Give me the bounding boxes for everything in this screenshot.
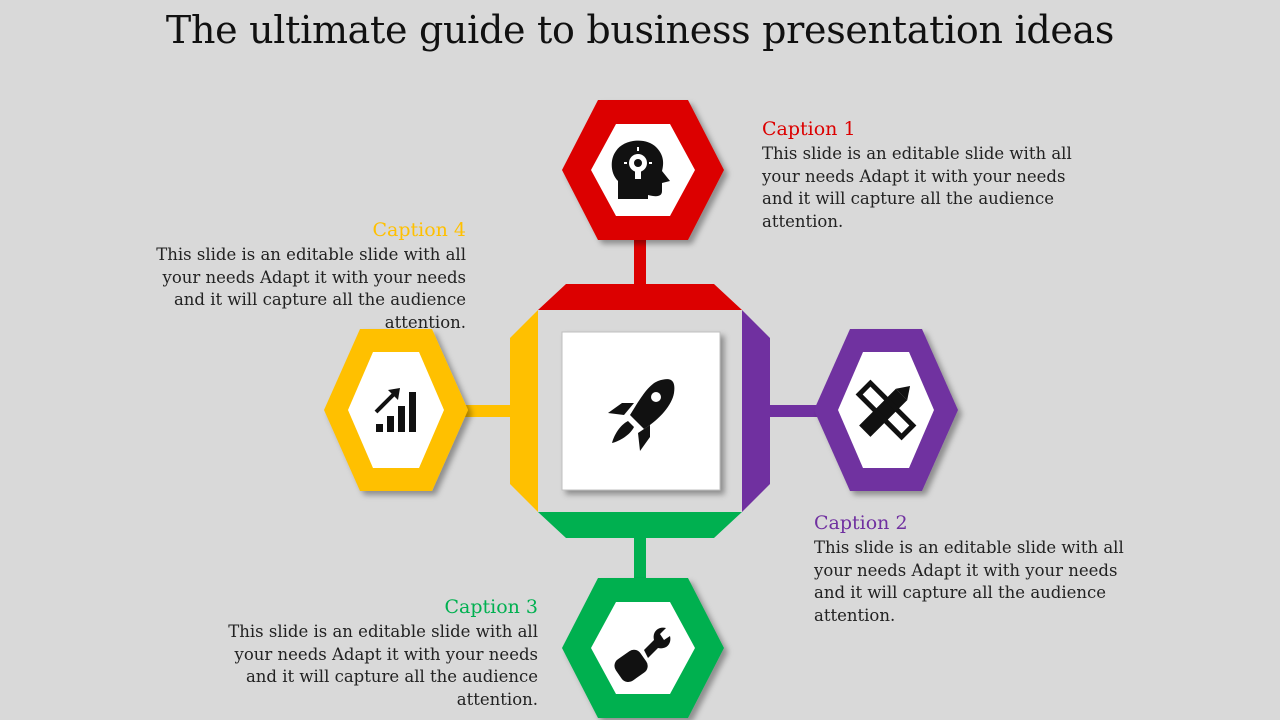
caption-2: Caption 2 This slide is an editable slid… (814, 511, 1144, 627)
caption-3-title: Caption 3 (444, 596, 538, 618)
center-frame-bottom (538, 512, 742, 538)
hexagon-caption-4 (324, 329, 468, 491)
hexagon-caption-2 (814, 329, 958, 491)
connector-left (464, 405, 514, 417)
connector-top (634, 240, 646, 286)
caption-4-title: Caption 4 (372, 219, 466, 241)
growth-chart-icon (374, 388, 416, 432)
caption-1: Caption 1 This slide is an editable slid… (762, 117, 1092, 233)
rocket-icon (608, 379, 675, 451)
connector-right (768, 405, 818, 417)
center-frame-right (742, 310, 770, 512)
pencil-ruler-icon (855, 379, 917, 441)
caption-2-text: This slide is an editable slide with all… (814, 538, 1124, 625)
caption-4: Caption 4 This slide is an editable slid… (136, 218, 466, 334)
caption-1-text: This slide is an editable slide with all… (762, 144, 1072, 231)
wrench-tool-icon (614, 627, 671, 683)
slide-title: The ultimate guide to business presentat… (165, 8, 1115, 52)
caption-2-title: Caption 2 (814, 512, 908, 534)
center-frame-top (538, 284, 742, 310)
hexagon-caption-3 (562, 578, 724, 718)
caption-4-text: This slide is an editable slide with all… (156, 245, 466, 332)
caption-3: Caption 3 This slide is an editable slid… (208, 595, 538, 711)
connector-bottom (634, 534, 646, 582)
center-frame-left (510, 310, 538, 512)
caption-3-text: This slide is an editable slide with all… (228, 622, 538, 709)
caption-1-title: Caption 1 (762, 118, 856, 140)
hexagon-caption-1 (562, 100, 724, 240)
head-lightbulb-icon (611, 140, 670, 199)
